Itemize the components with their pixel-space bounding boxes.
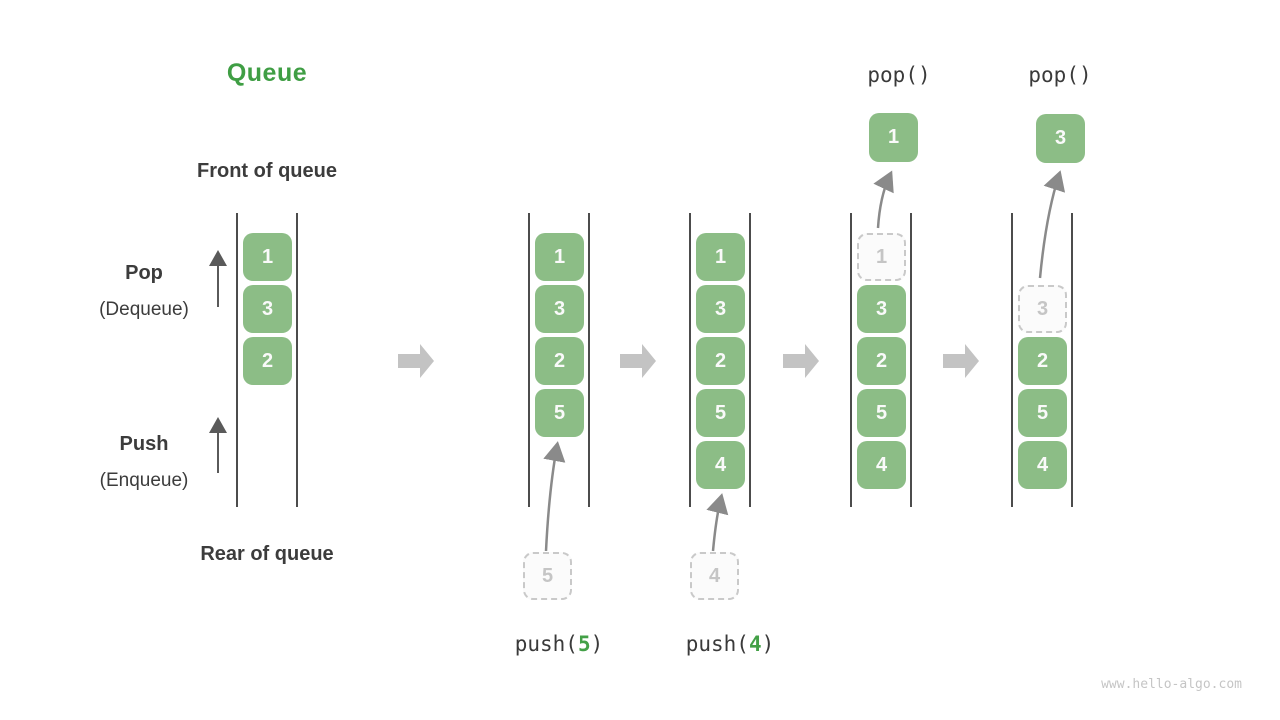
- push-op-suffix: ): [590, 632, 604, 656]
- queue-cell: 5: [535, 389, 584, 437]
- push-op-prefix: push(: [685, 632, 749, 656]
- queue-cell: 2: [857, 337, 906, 385]
- diagram-title: Queue: [226, 59, 308, 87]
- queue-cell: 3: [696, 285, 745, 333]
- watermark: www.hello-algo.com: [1101, 677, 1242, 692]
- queue-cell-removed: 3: [1018, 285, 1067, 333]
- pop-op-label-2: pop(): [1028, 63, 1092, 87]
- pending-push-box-4: 4: [690, 552, 739, 600]
- push-label: Push: [119, 433, 169, 455]
- state-transition-arrow-icon: [943, 344, 979, 378]
- queue-cell: 2: [696, 337, 745, 385]
- queue-cell: 4: [696, 441, 745, 489]
- enqueue-label: (Enqueue): [99, 470, 189, 491]
- queue-cell: 3: [535, 285, 584, 333]
- pending-push-box-5: 5: [523, 552, 572, 600]
- popped-value-box-1: 1: [869, 113, 918, 162]
- queue-cell: 1: [243, 233, 292, 281]
- front-of-queue-label: Front of queue: [197, 160, 337, 182]
- queue-cell: 2: [1018, 337, 1067, 385]
- queue-cell: 1: [535, 233, 584, 281]
- rear-of-queue-label: Rear of queue: [200, 543, 334, 565]
- queue-column-5: 3 2 5 4: [1011, 213, 1073, 507]
- state-transition-arrow-icon: [620, 344, 656, 378]
- queue-cell: 3: [857, 285, 906, 333]
- state-transition-arrow-icon: [398, 344, 434, 378]
- queue-cell: 5: [1018, 389, 1067, 437]
- push-op-arg: 5: [577, 632, 591, 656]
- queue-cell: 5: [696, 389, 745, 437]
- queue-cell: 2: [243, 337, 292, 385]
- queue-cell: 2: [535, 337, 584, 385]
- pop-op-label-1: pop(): [867, 63, 931, 87]
- push-op-arg: 4: [748, 632, 762, 656]
- dequeue-label: (Dequeue): [99, 299, 189, 320]
- push-op-label-2: push(4): [630, 632, 830, 656]
- state-transition-arrow-icon: [783, 344, 819, 378]
- push-op-prefix: push(: [514, 632, 578, 656]
- queue-column-1: 1 3 2: [236, 213, 298, 507]
- queue-cell: 3: [243, 285, 292, 333]
- pop-label: Pop: [125, 262, 163, 284]
- queue-cell-removed: 1: [857, 233, 906, 281]
- queue-cell: 4: [1018, 441, 1067, 489]
- push-op-label-1: push(5): [459, 632, 659, 656]
- queue-column-3: 1 3 2 5 4: [689, 213, 751, 507]
- push-op-suffix: ): [761, 632, 775, 656]
- queue-cell: 5: [857, 389, 906, 437]
- popped-value-box-2: 3: [1036, 114, 1085, 163]
- queue-cell: 1: [696, 233, 745, 281]
- queue-column-2: 1 3 2 5: [528, 213, 590, 507]
- queue-cell: 4: [857, 441, 906, 489]
- queue-column-4: 1 3 2 5 4: [850, 213, 912, 507]
